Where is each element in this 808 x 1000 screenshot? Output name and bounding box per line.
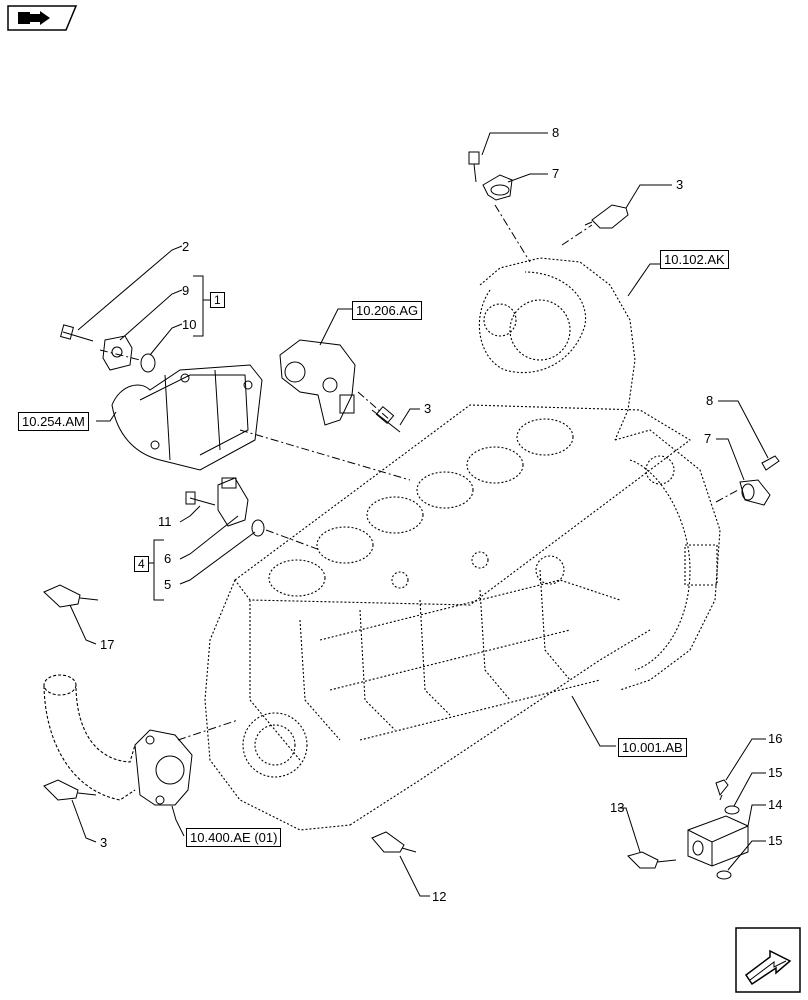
callout-12: 12 xyxy=(432,889,447,904)
ref-link-10-001-ab[interactable]: 10.001.AB xyxy=(618,738,687,757)
callout-11: 11 xyxy=(158,514,172,529)
assembly-centerlines xyxy=(99,204,739,741)
group-label-4: 4 xyxy=(134,556,149,572)
callout-7-top: 7 xyxy=(552,166,560,181)
temp-sensor-17 xyxy=(43,584,99,608)
callout-5: 5 xyxy=(164,577,172,592)
callout-13: 13 xyxy=(610,800,625,815)
callout-8-right: 8 xyxy=(706,393,714,408)
callout-14: 14 xyxy=(768,797,783,812)
ref-link-10-206-ag[interactable]: 10.206.AG xyxy=(352,301,423,320)
ref-link-10-254-am[interactable]: 10.254.AM xyxy=(18,412,89,431)
ref-link-10-400-ae-01[interactable]: 10.400.AE (01) xyxy=(186,828,282,847)
intake-elbow xyxy=(111,364,263,471)
sensor-with-bolt-upper-left xyxy=(60,324,156,373)
callout-3-top: 3 xyxy=(676,177,684,192)
adapter-block xyxy=(687,779,749,880)
engine-block xyxy=(204,257,721,831)
coolant-elbow xyxy=(43,674,136,801)
pressure-sensor-cluster xyxy=(185,477,265,537)
temp-sensor-3-bottom xyxy=(43,779,97,801)
callout-7-right: 7 xyxy=(704,431,712,446)
group-label-1: 1 xyxy=(210,292,225,308)
callout-3-bottom: 3 xyxy=(100,835,108,850)
temp-sensor-12 xyxy=(371,831,417,853)
callout-8-top: 8 xyxy=(552,125,560,140)
speed-sensor-right xyxy=(739,455,780,506)
book-arrow-icon[interactable] xyxy=(7,5,78,31)
callout-17: 17 xyxy=(100,637,115,652)
callout-15-a: 15 xyxy=(768,765,783,780)
callout-15-b: 15 xyxy=(768,833,783,848)
temp-sensor-13 xyxy=(627,851,677,869)
speed-sensor-top xyxy=(468,151,629,229)
callout-16: 16 xyxy=(768,731,783,746)
next-page-arrow-icon[interactable] xyxy=(735,927,801,993)
fuel-pump-assembly xyxy=(279,339,401,433)
callout-6: 6 xyxy=(164,551,172,566)
callout-9: 9 xyxy=(182,283,190,298)
callout-3-mid: 3 xyxy=(424,401,432,416)
thermostat-housing xyxy=(134,729,193,806)
callout-2: 2 xyxy=(182,239,190,254)
ref-link-10-102-ak[interactable]: 10.102.AK xyxy=(660,250,729,269)
callout-10: 10 xyxy=(182,317,197,332)
leader-lines xyxy=(69,132,769,897)
